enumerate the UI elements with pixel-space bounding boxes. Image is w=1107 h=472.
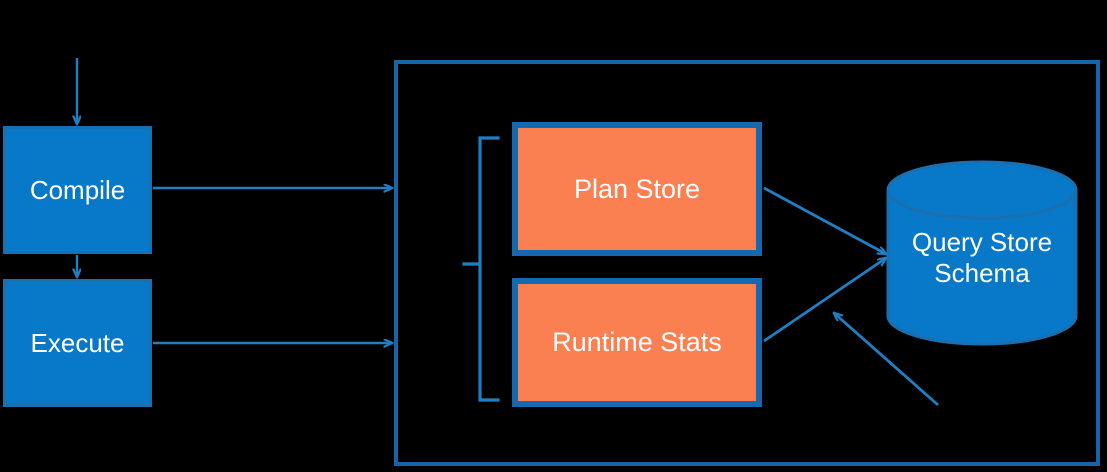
node-runtime-stats-label: Runtime Stats xyxy=(552,327,722,357)
node-runtime-stats[interactable]: Runtime Stats xyxy=(512,278,762,407)
edge-plan-store-to-schema xyxy=(763,186,886,254)
edge-external-to-schema xyxy=(834,313,939,407)
node-execute-label: Execute xyxy=(30,327,125,358)
node-plan-store[interactable]: Plan Store xyxy=(512,122,762,256)
node-compile[interactable]: Compile xyxy=(3,126,152,254)
edge-runtime-stats-to-schema xyxy=(763,258,886,343)
node-compile-label: Compile xyxy=(29,174,126,205)
store-group-bracket xyxy=(462,136,500,402)
node-query-store-schema[interactable] xyxy=(886,160,1078,346)
query-store-container xyxy=(394,60,1100,466)
node-execute[interactable]: Execute xyxy=(3,279,152,407)
node-plan-store-label: Plan Store xyxy=(573,173,701,204)
